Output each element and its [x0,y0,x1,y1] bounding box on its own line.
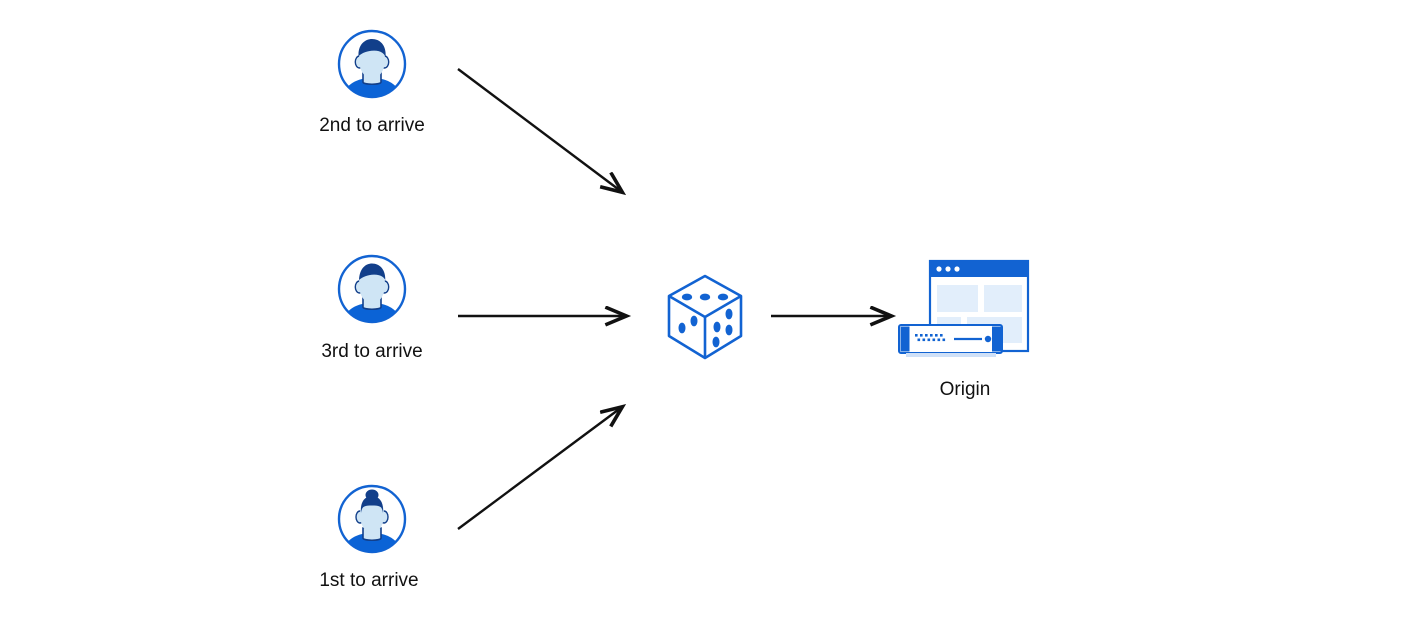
arrow-visitor-1-to-dice [457,407,622,530]
user-avatar-icon-visitor-2 [336,28,408,100]
node-label-visitor-3: 3rd to arrive [321,341,423,362]
dice-icon [662,272,748,362]
node-label-visitor-1: 1st to arrive [319,570,419,591]
arrow-visitor-2-to-dice [457,68,622,192]
router-device-icon [898,324,1003,357]
user-avatar-icon-visitor-3 [336,253,408,325]
node-label-origin: Origin [939,379,991,400]
node-label-visitor-2: 2nd to arrive [319,115,425,136]
origin-server-icon [896,258,1036,363]
user-avatar-icon-visitor-1 [336,483,408,555]
